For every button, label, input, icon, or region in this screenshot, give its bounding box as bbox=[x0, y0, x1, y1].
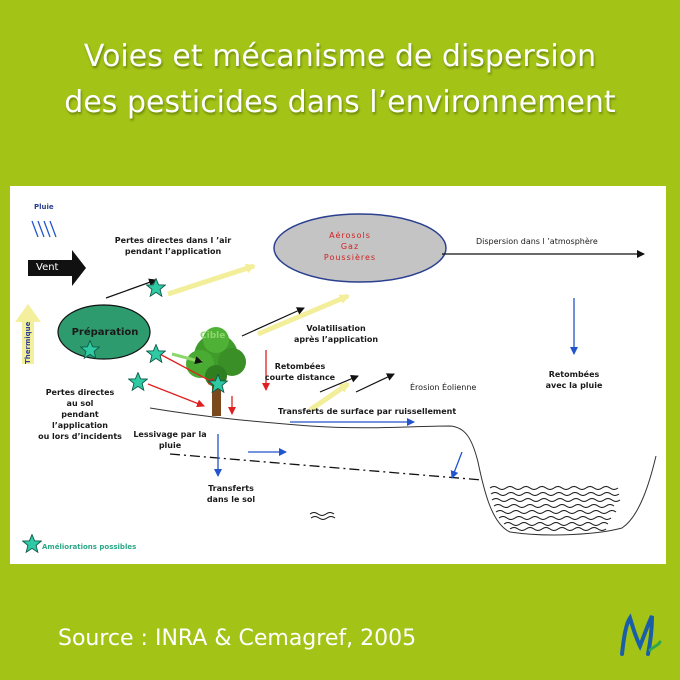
volatilisation-label-2: après l’application bbox=[293, 335, 379, 344]
ameliorations-legend-label: Améliorations possibles bbox=[42, 543, 137, 551]
cible-label: Cible bbox=[200, 331, 226, 341]
river-water-hatch bbox=[309, 486, 621, 531]
red-arrows bbox=[147, 350, 270, 415]
transferts-sol-label-1: Transferts bbox=[208, 484, 254, 493]
ground-line bbox=[149, 407, 657, 536]
preparation-ellipse bbox=[57, 304, 151, 360]
slide-title: Voies et mécanisme de dispersion des pes… bbox=[0, 34, 680, 126]
lessivage-label-1: Lessivage par la bbox=[133, 430, 207, 439]
pertes-sol-label-1: Pertes directes bbox=[45, 388, 115, 397]
wind-label: Vent bbox=[36, 262, 59, 273]
atmosphere-ellipse bbox=[273, 213, 447, 283]
pertes-sol-label-5: ou lors d’incidents bbox=[38, 432, 122, 441]
black-arrows bbox=[105, 250, 645, 393]
pertes-sol-label-2: au sol bbox=[66, 399, 94, 408]
title-line-1: Voies et mécanisme de dispersion bbox=[83, 39, 597, 74]
gaseous-arrows bbox=[167, 263, 350, 413]
title-line-2: des pesticides dans l’environnement bbox=[64, 85, 616, 120]
logo-letter: M bbox=[614, 606, 615, 607]
pertes-sol-label-4: l’application bbox=[51, 421, 108, 430]
wind-arrow-icon bbox=[28, 250, 86, 286]
diagram-graphics bbox=[15, 213, 657, 553]
pertes-air-label-1: Pertes directes dans l ’air bbox=[114, 236, 232, 245]
preparation-label: Préparation bbox=[71, 327, 139, 338]
gaz-label: Gaz bbox=[340, 242, 360, 251]
aerosols-label: Aérosols bbox=[329, 231, 371, 240]
rain-icon bbox=[31, 220, 57, 238]
transferts-sol-label-2: dans le sol bbox=[206, 495, 256, 504]
poussieres-label: Poussières bbox=[323, 253, 377, 262]
thermal-label: Thermique bbox=[24, 321, 32, 364]
rain-label: Pluie bbox=[34, 203, 54, 211]
thermal-arrow-icon bbox=[15, 304, 41, 364]
retombees-courte-label-1: Retombées bbox=[274, 362, 326, 371]
volatilisation-label-1: Volatilisation bbox=[306, 324, 366, 333]
water-table-line bbox=[169, 453, 483, 481]
diagram-panel: Pluie Vent Thermique Préparation Cible A… bbox=[10, 186, 666, 564]
transferts-surface-label: Transferts de surface par ruissellement bbox=[278, 407, 457, 416]
tree-icon bbox=[186, 327, 246, 416]
retombees-pluie-label-2: avec la pluie bbox=[545, 381, 603, 390]
brand-logo: M bbox=[614, 606, 662, 656]
erosion-label: Érosion Éolienne bbox=[410, 383, 477, 392]
blue-arrows bbox=[214, 298, 578, 479]
source-caption: Source : INRA & Cemagref, 2005 bbox=[58, 626, 417, 651]
lessivage-label-2: pluie bbox=[158, 441, 182, 450]
pertes-sol-label-3: pendant bbox=[61, 410, 99, 419]
dispersion-label: Dispersion dans l ’atmosphère bbox=[476, 237, 598, 246]
cible-arrow bbox=[171, 352, 203, 365]
retombees-courte-label-2: courte distance bbox=[264, 373, 336, 382]
pertes-air-label-2: pendant l’application bbox=[124, 247, 222, 256]
retombees-pluie-label-1: Retombées bbox=[548, 370, 600, 379]
